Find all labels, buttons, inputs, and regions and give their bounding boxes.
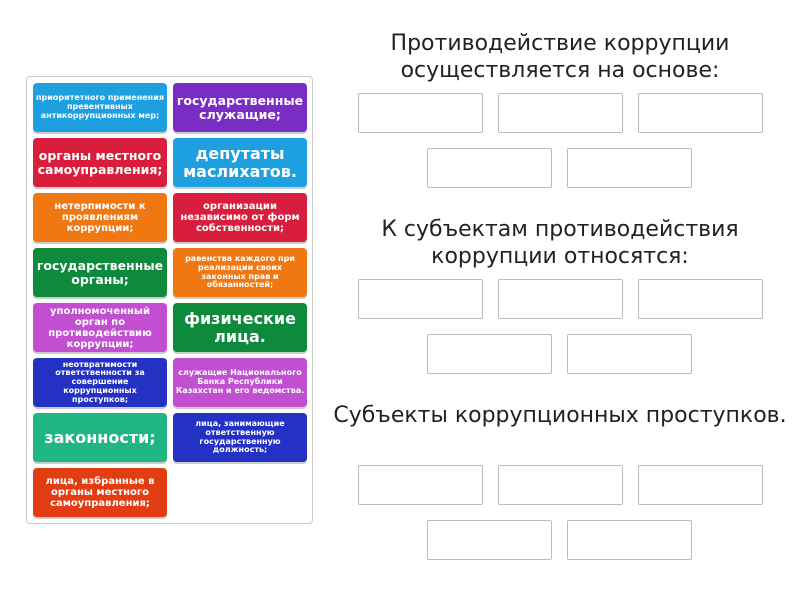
drop-slot[interactable] xyxy=(498,465,623,505)
draggable-tile[interactable]: организации независимо от форм собственн… xyxy=(173,193,307,242)
draggable-tile[interactable]: депутаты маслихатов. xyxy=(173,138,307,187)
draggable-tile[interactable]: уполномоченный орган по противодействию … xyxy=(33,303,167,352)
drop-slot[interactable] xyxy=(498,93,623,133)
draggable-tile[interactable]: неотвратимости ответственности за соверш… xyxy=(33,358,167,407)
drop-slot[interactable] xyxy=(498,279,623,319)
group-title: Субъекты коррупционных проступков. xyxy=(333,403,787,428)
drop-slot[interactable] xyxy=(427,334,552,374)
drop-slot[interactable] xyxy=(358,93,483,133)
drop-slot[interactable] xyxy=(567,520,692,560)
draggable-tile[interactable]: физические лица. xyxy=(173,303,307,352)
group-title: Противодействие коррупции осуществляется… xyxy=(390,31,730,83)
drop-slot[interactable] xyxy=(358,279,483,319)
drop-slot[interactable] xyxy=(427,148,552,188)
group-title: К субъектам противодействия коррупции от… xyxy=(381,217,739,269)
draggable-tile[interactable]: государственные органы; xyxy=(33,248,167,297)
drop-slot[interactable] xyxy=(567,148,692,188)
draggable-tile[interactable]: нетерпимости к проявлениям коррупции; xyxy=(33,193,167,242)
draggable-tile[interactable]: лица, избранные в органы местного самоуп… xyxy=(33,468,167,517)
drop-slot[interactable] xyxy=(567,334,692,374)
draggable-tile[interactable]: законности; xyxy=(33,413,167,462)
draggable-tile[interactable]: лица, занимающие ответственную государст… xyxy=(173,413,307,462)
drop-slot[interactable] xyxy=(358,465,483,505)
draggable-tile[interactable]: служащие Национального Банка Республики … xyxy=(173,358,307,407)
drop-slot[interactable] xyxy=(427,520,552,560)
draggable-tile[interactable]: государственные служащие; xyxy=(173,83,307,132)
drop-slot[interactable] xyxy=(638,93,763,133)
tile-bank: приоритетного применения превентивных ан… xyxy=(26,76,313,524)
draggable-tile[interactable]: органы местного самоуправления; xyxy=(33,138,167,187)
draggable-tile[interactable]: приоритетного применения превентивных ан… xyxy=(33,83,167,132)
drop-slot[interactable] xyxy=(638,465,763,505)
drop-slot[interactable] xyxy=(638,279,763,319)
draggable-tile[interactable]: равенства каждого при реализации своих з… xyxy=(173,248,307,297)
